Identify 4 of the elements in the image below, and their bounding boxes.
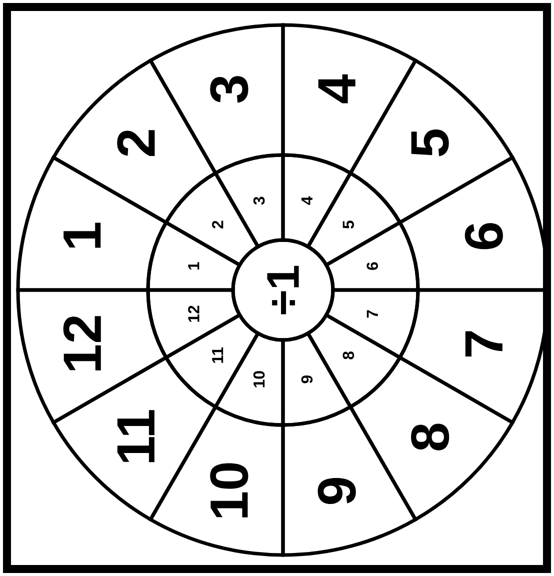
outer-sector: 6	[398, 156, 550, 292]
node-label: ÷1	[267, 266, 299, 314]
outer-sector: 1	[16, 156, 168, 292]
outer-sector: 7	[398, 288, 550, 424]
